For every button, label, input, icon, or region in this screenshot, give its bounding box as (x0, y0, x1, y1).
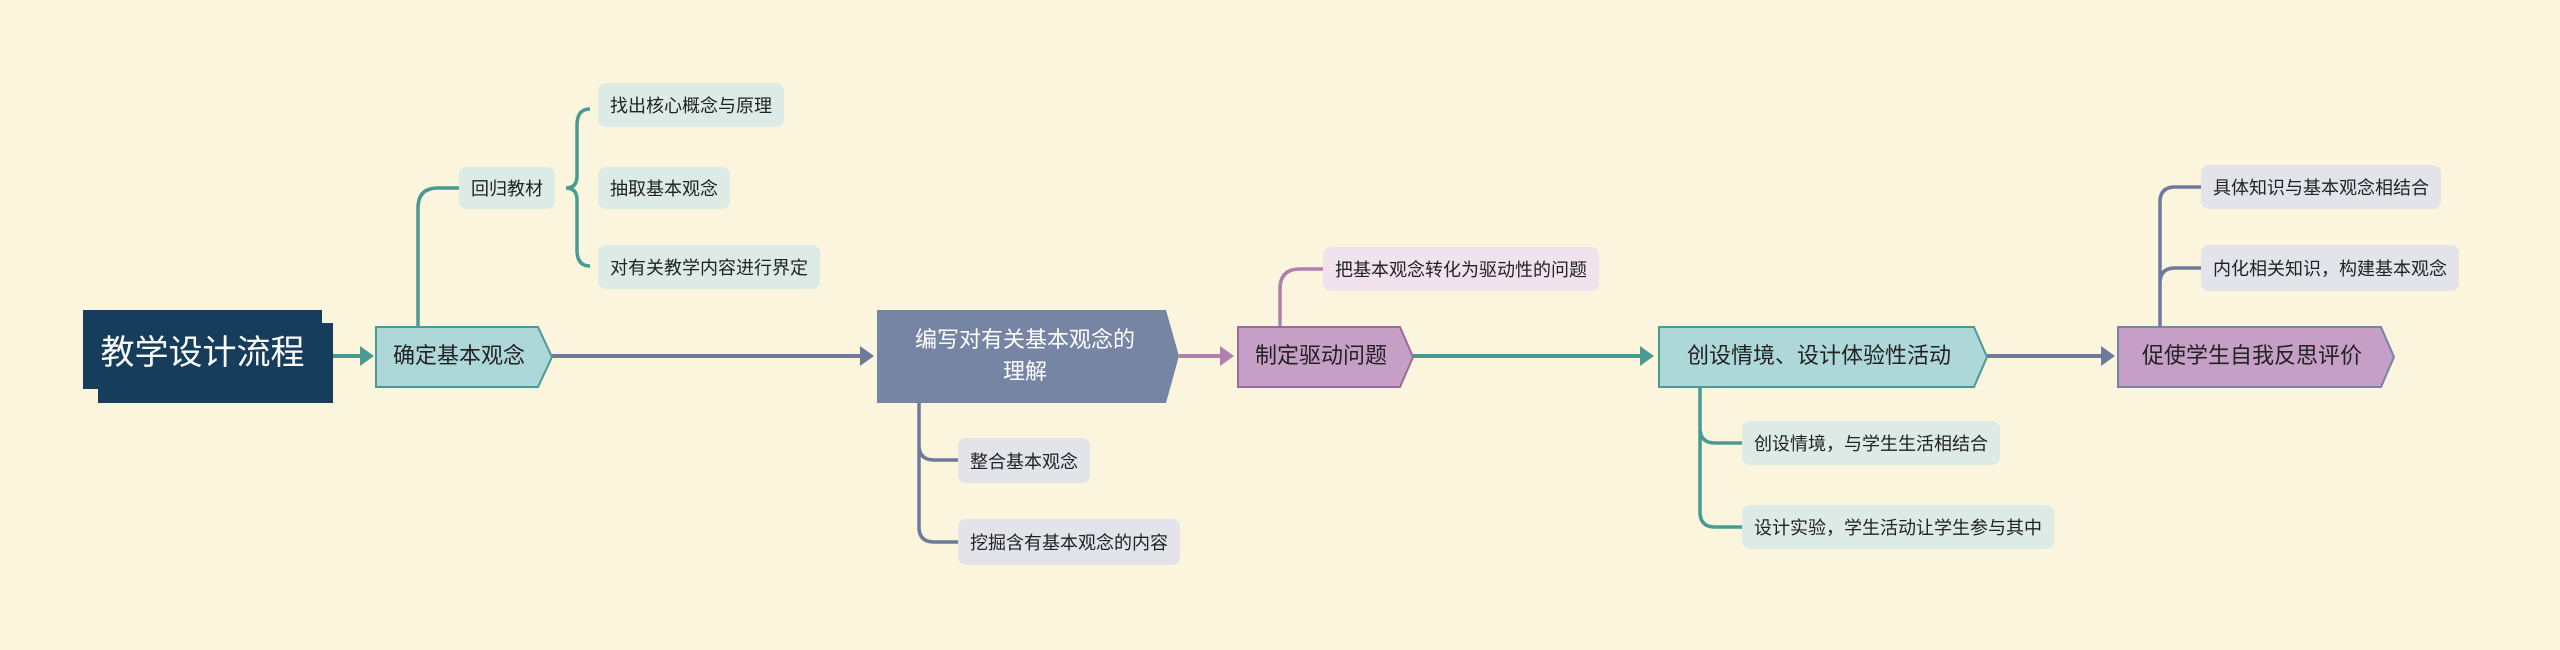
arrowhead (860, 346, 874, 366)
step2-child-1[interactable]: 整合基本观念 (958, 438, 1090, 483)
step5-child-2[interactable]: 内化相关知识，构建基本观念 (2201, 245, 2459, 291)
connector-step4-children (1698, 387, 1742, 529)
brace-connector (565, 107, 591, 268)
step3-node[interactable]: 制定驱动问题 (1254, 344, 1387, 369)
step2-node[interactable]: 编写对有关基本观念的理解 (914, 327, 1135, 385)
step5-node[interactable]: 促使学生自我反思评价 (2141, 344, 2362, 369)
step5-shape (2117, 326, 2396, 388)
connector-step1-branch (416, 186, 459, 327)
step1-node[interactable]: 确定基本观念 (392, 344, 525, 369)
step5-child-1[interactable]: 具体知识与基本观念相结合 (2201, 165, 2441, 209)
step1-branch-node[interactable]: 回归教材 (459, 167, 555, 209)
step1-shape (375, 326, 554, 388)
branch-child-3[interactable]: 对有关教学内容进行界定 (598, 245, 820, 289)
arrowhead (1640, 346, 1654, 366)
branch-child-1[interactable]: 找出核心概念与原理 (598, 83, 784, 127)
arrowhead (1220, 346, 1234, 366)
step2-shape (877, 310, 1179, 403)
step4-child-1[interactable]: 创设情境，与学生生活相结合 (1742, 421, 2000, 465)
step3-shape (1237, 326, 1415, 388)
root-node[interactable]: 教学设计流程 (83, 310, 322, 389)
branch-child-2[interactable]: 抽取基本观念 (598, 167, 730, 209)
arrowhead (2101, 346, 2115, 366)
step2-child-2[interactable]: 挖掘含有基本观念的内容 (958, 519, 1180, 565)
step4-child-2[interactable]: 设计实验，学生活动让学生参与其中 (1742, 505, 2054, 549)
connector-step3-child (1278, 267, 1323, 327)
step4-node[interactable]: 创设情境、设计体验性活动 (1686, 344, 1951, 369)
arrowhead (360, 346, 374, 366)
connector-step5-children (2158, 185, 2201, 327)
step3-child-1[interactable]: 把基本观念转化为驱动性的问题 (1323, 247, 1599, 291)
connector-step2-children (917, 403, 958, 544)
step4-shape (1658, 326, 1989, 388)
